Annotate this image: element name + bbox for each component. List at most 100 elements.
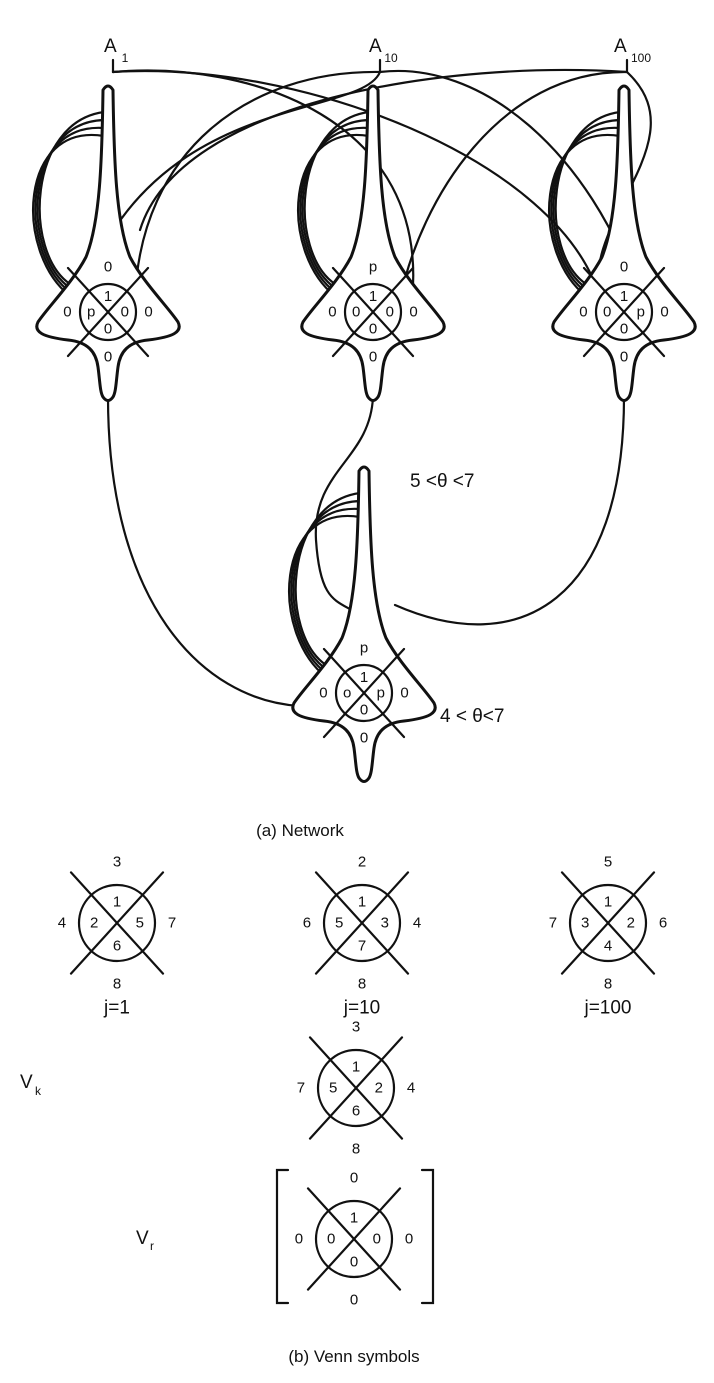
dendrite-loop: [290, 507, 362, 675]
venn-label-left-in: 0: [603, 304, 611, 321]
venn-label-right-out: 4: [413, 915, 421, 932]
dendrite-loop: [294, 491, 362, 667]
venn-label-left-in: 5: [335, 915, 343, 932]
caption-network: (a) Network: [256, 821, 344, 840]
venn-label-right-out: 6: [659, 915, 667, 932]
venn-label-top-in: 1: [620, 288, 628, 305]
venn-label-top-out: 0: [104, 259, 112, 276]
venn-label-bottom-in: 7: [358, 937, 366, 954]
venn-label-top-out: 3: [113, 854, 121, 871]
venn-circle: [594, 282, 654, 342]
dendrite-loop: [299, 126, 371, 294]
venn-label-bottom-out: 8: [358, 975, 366, 992]
venn-label-right-in: 0: [373, 1231, 381, 1248]
dendrite-loop: [292, 499, 362, 671]
neuron-body: [291, 465, 437, 783]
venn-label-bottom-in: 6: [113, 937, 121, 954]
input-label: A: [614, 36, 627, 57]
venn-cross-line: [331, 266, 415, 358]
symbol-name: j=100: [583, 998, 631, 1019]
venn-cross-line: [66, 266, 150, 358]
venn-label-right-out: 7: [168, 915, 176, 932]
dendrite-loop: [297, 133, 371, 298]
venn-label-left-out: 0: [295, 1231, 303, 1248]
venn-label-right-in: p: [377, 685, 385, 702]
venn-label-left-out: 0: [579, 304, 587, 321]
neuron-body: [551, 84, 697, 402]
connection-fiber: [398, 70, 629, 302]
dendrite-loop: [552, 118, 622, 290]
threshold-output: 4 < θ<7: [440, 706, 504, 727]
venn-label-right-in: 0: [121, 304, 129, 321]
dendrite-loop: [550, 126, 622, 294]
venn-circle: [334, 663, 394, 723]
venn-label-bottom-in: 6: [352, 1102, 360, 1119]
symbol-name: j=10: [343, 998, 380, 1019]
venn-label-top-out: p: [369, 259, 377, 276]
venn-label-right-in: 3: [381, 915, 389, 932]
vr-label: V r: [136, 1228, 154, 1253]
venn-label-right-in: p: [637, 304, 645, 321]
venn-label-top-out: 0: [350, 1170, 358, 1187]
venn-label-bottom-out: 0: [369, 348, 377, 365]
venn-label-right-in: 0: [386, 304, 394, 321]
input-label: A: [104, 36, 117, 57]
venn-label-left-out: 7: [549, 915, 557, 932]
venn-label-top-out: 2: [358, 854, 366, 871]
neuron-body: [35, 84, 181, 402]
venn-label-bottom-in: 0: [350, 1253, 358, 1270]
venn-label-left-in: 5: [329, 1080, 337, 1097]
venn-label-right-out: 0: [409, 304, 417, 321]
input-a1: A 1: [104, 36, 129, 74]
dendrite-loop: [303, 110, 371, 286]
venn-cross-line: [560, 871, 656, 975]
connections: [32, 68, 652, 708]
venn-label-top-in: 1: [113, 894, 121, 911]
venn-label-bottom-in: 0: [360, 701, 368, 718]
venn-label-bottom-in: 0: [620, 320, 628, 337]
venn-label-left-in: p: [87, 304, 95, 321]
dendrite-loop: [34, 126, 106, 294]
vk-subscript: k: [35, 1084, 42, 1098]
venn-label-bottom-out: 8: [604, 975, 612, 992]
vr-main: V: [136, 1228, 149, 1249]
venn-circle: [314, 1199, 394, 1279]
venn-circle: [316, 1048, 396, 1128]
venn-cross-line: [69, 871, 165, 975]
venn-label-left-out: 4: [58, 915, 66, 932]
venn-label-top-out: 3: [352, 1019, 360, 1036]
venn-label-right-out: 0: [144, 304, 152, 321]
venn-label-right-out: 0: [400, 685, 408, 702]
dendrite-loop: [548, 133, 622, 298]
venn-circle: [343, 282, 403, 342]
venn-circle: [322, 883, 402, 963]
venn-label-bottom-in: 0: [104, 320, 112, 337]
venn-circle: [78, 282, 138, 342]
dendrite-loop: [554, 110, 622, 286]
venn-label-top-in: 1: [358, 894, 366, 911]
dendrite-loop: [288, 514, 362, 679]
venn-label-top-in: 1: [352, 1059, 360, 1076]
venn-label-bottom-in: 0: [369, 320, 377, 337]
venn-label-bottom-in: 4: [604, 937, 612, 954]
venn-label-top-in: 1: [604, 894, 612, 911]
venn-label-left-in: 0: [352, 304, 360, 321]
connection-fiber: [106, 395, 302, 708]
venn-label-left-out: 7: [297, 1080, 305, 1097]
venn-cross-line: [322, 647, 406, 739]
venn-label-left-out: 0: [319, 685, 327, 702]
venn-label-right-out: 4: [407, 1080, 415, 1097]
vk-label: V k: [20, 1072, 42, 1098]
venn-label-bottom-out: 0: [360, 729, 368, 746]
venn-label-top-out: 0: [620, 259, 628, 276]
venn-label-top-in: 1: [104, 288, 112, 305]
venn-label-left-in: 2: [90, 915, 98, 932]
